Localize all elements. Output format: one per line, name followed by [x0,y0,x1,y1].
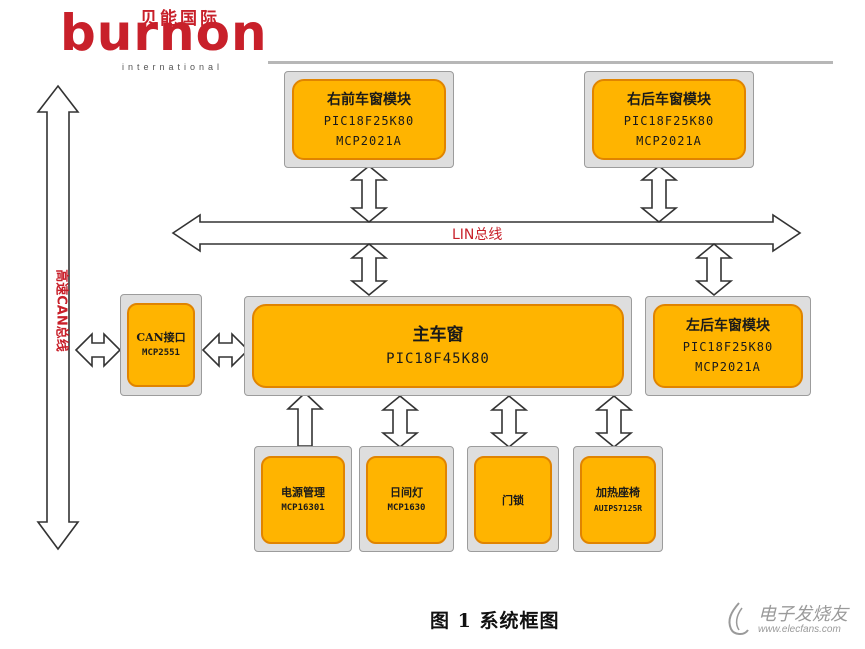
logo-subtitle: international [122,62,224,72]
module-left-rear-chip1: PIC18F25K80 [682,340,774,354]
arrow-doorlock [489,394,529,449]
lin-bus-arrow [171,213,802,253]
module-left-rear: 左后车窗模块 PIC18F25K80 MCP2021A [645,296,811,396]
module-daylight-chip: MCP1630 [387,503,426,513]
module-right-front-chip2: MCP2021A [336,133,402,148]
arrow-heatseat [594,394,634,449]
arrow-lin-main [349,242,389,297]
module-right-rear-chip2: MCP2021A [636,133,702,148]
module-right-front: 右前车窗模块 PIC18F25K80 MCP2021A [284,71,454,168]
module-heatseat-name: 加热座椅 [596,486,640,499]
module-power-box: 电源管理 MCP16301 [261,456,345,544]
module-daylight: 日间灯 MCP1630 [359,446,454,552]
can-bus-label-text: 高速CAN总线 [53,268,69,352]
module-right-front-chip1: PIC18F25K80 [323,113,415,128]
arrow-power [285,391,325,447]
module-can-interface-chip: MCP2551 [142,348,180,358]
logo-chinese: 贝能国际 [140,9,220,29]
module-power: 电源管理 MCP16301 [254,446,352,552]
figure-caption: 图 1 系统框图 [430,610,560,632]
module-heatseat-box: 加热座椅 AUIPS7125R [580,456,656,544]
can-bus-arrow [36,84,80,551]
watermark-logo-icon [728,602,749,635]
module-main: 主车窗 PIC18F45K80 [244,296,632,396]
module-main-chip: PIC18F45K80 [386,351,490,367]
module-heatseat-chip: AUIPS7125R [593,504,643,513]
module-left-rear-chip2: MCP2021A [695,360,761,374]
arrow-dayled [380,394,420,449]
module-daylight-name: 日间灯 [390,486,423,499]
module-doorlock-box: 门锁 [474,456,552,544]
module-daylight-box: 日间灯 MCP1630 [366,456,447,544]
logo-wordmark: burnon [60,4,268,62]
module-can-interface-name: CAN接口 [136,331,186,344]
arrow-rr-lin [639,164,679,224]
lin-bus-label: LIN总线 [452,227,503,243]
module-right-front-name: 右前车窗模块 [327,91,411,108]
watermark: 电子发烧友 www.elecfans.com [722,598,862,642]
module-main-name: 主车窗 [412,325,464,345]
module-right-rear-chip1: PIC18F25K80 [623,113,715,128]
module-doorlock-name: 门锁 [502,493,524,507]
arrow-rf-lin [349,164,389,224]
module-left-rear-box: 左后车窗模块 PIC18F25K80 MCP2021A [653,304,803,388]
module-can-interface-box: CAN接口 MCP2551 [127,303,195,387]
module-left-rear-name: 左后车窗模块 [686,318,770,334]
module-heatseat: 加热座椅 AUIPS7125R [573,446,663,552]
module-right-front-box: 右前车窗模块 PIC18F25K80 MCP2021A [292,79,446,160]
watermark-url: www.elecfans.com [758,624,841,635]
watermark-text: 电子发烧友 [758,604,848,625]
module-power-name: 电源管理 [281,486,325,499]
module-can-interface: CAN接口 MCP2551 [120,294,202,396]
module-main-box: 主车窗 PIC18F45K80 [252,304,624,388]
module-right-rear-name: 右后车窗模块 [627,91,711,108]
header-rule [268,61,833,64]
can-bus-label: 高速CAN总线 [43,250,83,370]
arrow-interface-main [201,332,250,368]
arrow-lin-lr [694,242,734,297]
module-doorlock: 门锁 [467,446,559,552]
module-right-rear: 右后车窗模块 PIC18F25K80 MCP2021A [584,71,754,168]
module-power-chip: MCP16301 [281,503,325,513]
module-right-rear-box: 右后车窗模块 PIC18F25K80 MCP2021A [592,79,746,160]
